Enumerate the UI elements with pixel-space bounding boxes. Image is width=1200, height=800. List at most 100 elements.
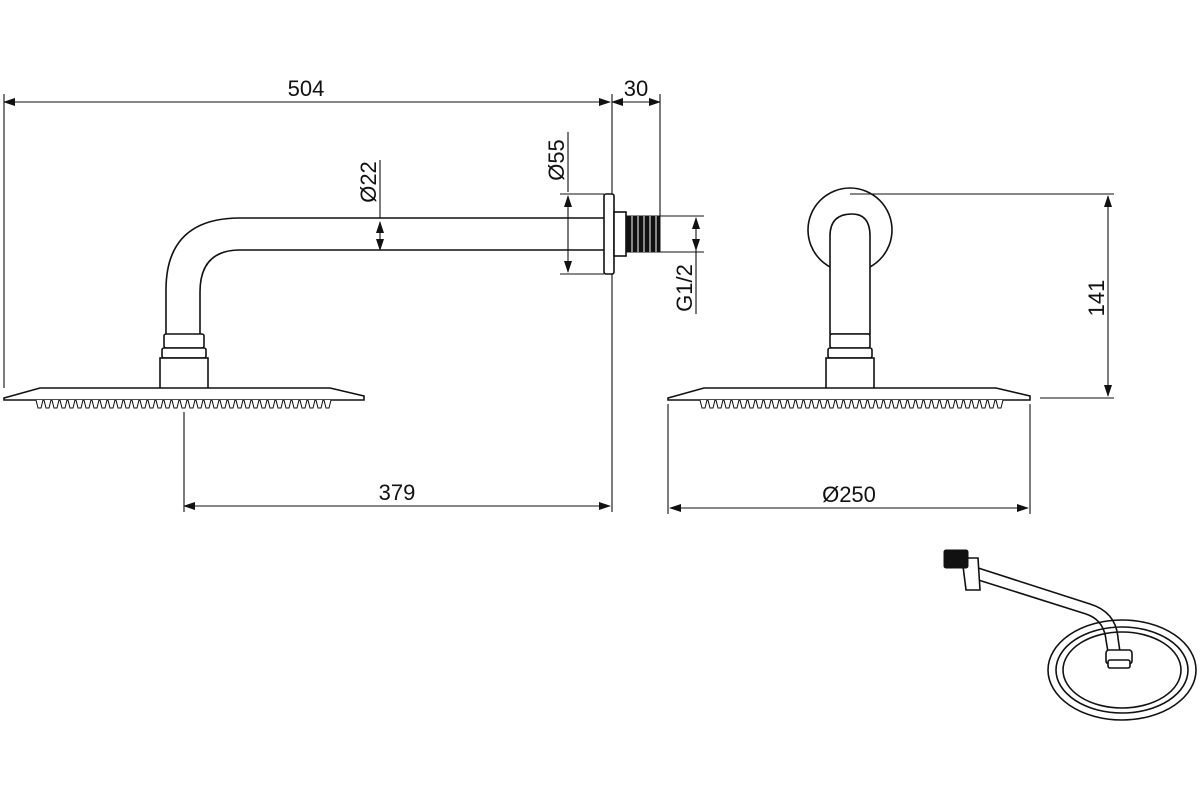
- nozzle: [219, 399, 228, 409]
- nozzle: [291, 399, 300, 409]
- nozzle: [739, 399, 748, 409]
- nozzle: [883, 399, 892, 409]
- dim-504-label: 504: [288, 76, 325, 101]
- dim-head-diameter: Ø250: [667, 404, 1031, 514]
- nozzle: [867, 399, 876, 409]
- head-hub: [159, 357, 209, 391]
- nozzle: [931, 399, 940, 409]
- nozzle: [203, 399, 212, 409]
- nozzle: [947, 399, 956, 409]
- head-outer-ring: [1047, 619, 1197, 721]
- nozzle: [299, 399, 308, 409]
- nozzle: [155, 399, 164, 409]
- nozzle: [315, 399, 324, 409]
- nozzle: [899, 399, 908, 409]
- dim-flange-diameter: Ø55: [544, 132, 604, 275]
- dim-overall-length: 504: [3, 76, 661, 388]
- nozzle: [91, 399, 100, 409]
- nozzle-row: [35, 399, 332, 409]
- shower-head-plate: [3, 387, 365, 401]
- dim-d250-label: Ø250: [822, 482, 876, 507]
- nozzle: [283, 399, 292, 409]
- nozzle: [83, 399, 92, 409]
- nozzle: [971, 399, 980, 409]
- nozzle: [707, 399, 716, 409]
- perspective-view: [943, 549, 1197, 721]
- nozzle: [115, 399, 124, 409]
- front-view: [667, 187, 1031, 409]
- nozzle: [243, 399, 252, 409]
- nozzle: [99, 399, 108, 409]
- arm-connector: [163, 333, 205, 349]
- dim-d22-label: Ø22: [356, 161, 381, 203]
- nozzle: [275, 399, 284, 409]
- nozzle: [851, 399, 860, 409]
- nozzle: [715, 399, 724, 409]
- head-inner-ring: [1055, 626, 1189, 714]
- nozzle: [979, 399, 988, 409]
- nozzle: [875, 399, 884, 409]
- nozzle: [235, 399, 244, 409]
- head-hub-front: [825, 357, 875, 391]
- nozzle: [811, 399, 820, 409]
- perspective-thread: [943, 549, 969, 569]
- nozzle: [211, 399, 220, 409]
- nozzle: [771, 399, 780, 409]
- nozzle: [147, 399, 156, 409]
- dim-g12-label: G1/2: [672, 264, 697, 312]
- nozzle: [795, 399, 804, 409]
- dim-arm-diameter: Ø22: [356, 160, 384, 251]
- nozzle: [755, 399, 764, 409]
- dim-379-label: 379: [379, 480, 416, 505]
- nozzle: [251, 399, 260, 409]
- nozzle: [195, 399, 204, 409]
- nozzle: [267, 399, 276, 409]
- shower-arm: [165, 217, 606, 334]
- nozzle: [803, 399, 812, 409]
- dim-d55-label: Ø55: [544, 139, 569, 181]
- nozzle: [731, 399, 740, 409]
- nozzle: [259, 399, 268, 409]
- nozzle: [763, 399, 772, 409]
- nozzle: [835, 399, 844, 409]
- nozzle: [323, 399, 332, 409]
- nozzle: [859, 399, 868, 409]
- nozzle: [995, 399, 1004, 409]
- perspective-arm: [971, 565, 1121, 653]
- nozzle: [939, 399, 948, 409]
- nozzle: [307, 399, 316, 409]
- nozzle: [955, 399, 964, 409]
- dim-141-label: 141: [1084, 280, 1109, 317]
- nozzle: [107, 399, 116, 409]
- nozzle: [187, 399, 196, 409]
- nozzle: [179, 399, 188, 409]
- nozzle: [51, 399, 60, 409]
- shower-arm-front: [829, 213, 871, 335]
- nozzle: [123, 399, 132, 409]
- nozzle: [915, 399, 924, 409]
- dim-flange-thickness: 30: [611, 76, 661, 106]
- nozzle: [171, 399, 180, 409]
- nozzle: [43, 399, 52, 409]
- nozzle: [963, 399, 972, 409]
- dim-head-offset: 379: [183, 274, 613, 512]
- dim-height: 141: [850, 193, 1114, 399]
- nozzle: [59, 399, 68, 409]
- nozzle: [907, 399, 916, 409]
- dim-thread: G1/2: [660, 215, 704, 314]
- nozzle: [843, 399, 852, 409]
- threaded-connector: [625, 215, 661, 253]
- nozzle: [819, 399, 828, 409]
- wall-flange: [603, 193, 615, 275]
- nozzle: [723, 399, 732, 409]
- nozzle: [827, 399, 836, 409]
- nozzle: [67, 399, 76, 409]
- nozzle: [35, 399, 44, 409]
- nozzle: [987, 399, 996, 409]
- dim-30-label: 30: [624, 76, 648, 101]
- nozzle: [227, 399, 236, 409]
- nozzle: [779, 399, 788, 409]
- nozzle: [75, 399, 84, 409]
- nozzle: [891, 399, 900, 409]
